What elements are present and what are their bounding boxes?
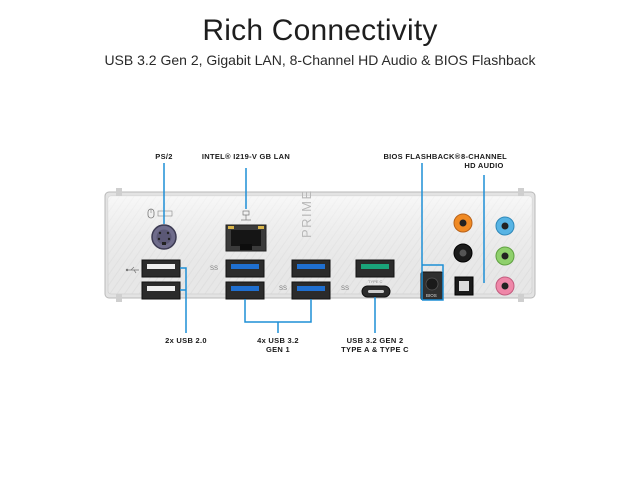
ss-mark-left: SS	[210, 266, 218, 272]
audio-jack-pink	[495, 276, 515, 296]
page-title: Rich Connectivity	[202, 14, 438, 47]
ss-mark-right: SS	[279, 286, 287, 292]
audio-jack-black	[453, 243, 473, 263]
callout-line-usb32-gen1	[244, 299, 312, 323]
callout-bracket-bios	[422, 264, 444, 301]
usb2-port-bottom	[141, 281, 181, 300]
audio-jack-green	[495, 246, 515, 266]
optical-spdif-port	[454, 276, 474, 296]
callout-line-usb2	[180, 267, 187, 333]
label-bios-flashback: BIOS FLASHBACK®	[383, 152, 461, 161]
usb32-gen2-type-a-port	[355, 259, 395, 278]
callout-lines	[163, 163, 485, 333]
label-usb20: 2x USB 2.0	[165, 336, 207, 345]
audio-jack-orange	[453, 213, 473, 233]
label-lan: INTEL® I219-V GB LAN	[201, 152, 291, 161]
label-usb32-gen1-line1: 4x USB 3.2	[257, 336, 299, 345]
usb2-port-top	[141, 259, 181, 278]
ps2-port	[151, 224, 177, 250]
type-c-mark: TYPE C	[368, 279, 383, 284]
lan-port	[225, 224, 267, 252]
label-hd-audio-line1: 8-CHANNEL	[460, 152, 508, 161]
ss-usb-icon: SS SS	[210, 266, 287, 292]
usb32-gen1-port-1	[225, 259, 265, 278]
usb32-gen1-port-3	[291, 259, 331, 278]
label-usb32-gen2-line1: USB 3.2 GEN 2	[346, 336, 404, 345]
label-hd-audio-line2: HD AUDIO	[464, 161, 504, 170]
bios-button-label: BIOS	[426, 293, 437, 298]
usb-type-c-port	[361, 285, 391, 298]
usb32-gen1-port-4	[291, 281, 331, 300]
usb32-gen1-port-2	[225, 281, 265, 300]
network-icon	[241, 210, 251, 221]
page-subtitle: USB 3.2 Gen 2, Gigabit LAN, 8-Channel HD…	[104, 52, 536, 68]
ss-mark-gen2: SS	[341, 286, 349, 292]
label-usb32-gen2-line2: TYPE A & TYPE C	[341, 345, 409, 354]
label-ps2: PS/2	[155, 152, 173, 161]
audio-jack-light-blue	[495, 216, 515, 236]
ps2-mouse-icon	[147, 208, 173, 219]
label-usb32-gen1-line2: GEN 1	[265, 345, 290, 354]
prime-logo: PRIME	[299, 189, 314, 238]
bios-flashback-button: BIOS	[420, 271, 444, 301]
usb-icon	[125, 266, 139, 274]
